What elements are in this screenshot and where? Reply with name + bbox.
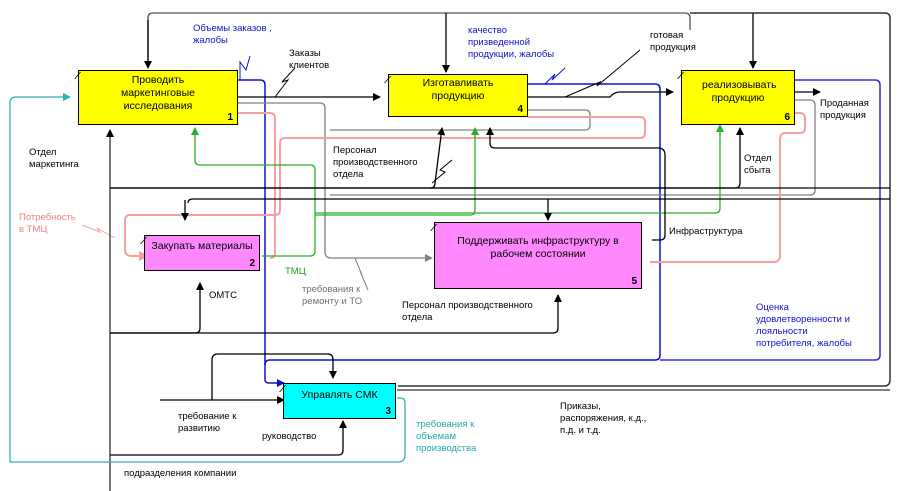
activity-title: Изготавливать продукцию xyxy=(422,77,494,102)
arrow-order-volumes xyxy=(237,79,285,387)
arrow-infra-to-4 xyxy=(486,127,666,241)
activity-box-4[interactable]: Изготавливать продукцию 4 xyxy=(384,74,528,117)
arrow-management xyxy=(110,420,347,456)
activity-number: 4 xyxy=(517,104,523,115)
label-need-tmc: Потребность в ТМЦ xyxy=(19,212,76,235)
squiggle-repair-req xyxy=(354,257,369,291)
activity-box-3[interactable]: Управлять СМК 3 xyxy=(279,383,396,419)
label-sold-products: Проданная продукция xyxy=(820,98,869,121)
arrow-pink-from-6 xyxy=(650,112,806,263)
activity-number: 3 xyxy=(385,406,391,417)
activity-box-5[interactable]: Поддерживать инфраструктуру в рабочем со… xyxy=(430,222,642,289)
activity-number: 1 xyxy=(227,112,233,123)
squiggle-staff-4 xyxy=(431,159,453,184)
arrow-satisfaction xyxy=(660,79,881,361)
arrow-sales-dept xyxy=(110,127,744,189)
activity-box-6[interactable]: реализовывать продукцию 6 xyxy=(677,70,795,125)
squiggle-quality xyxy=(544,67,566,85)
arrow-mechanism-channel-2 xyxy=(110,282,204,334)
squiggle-customer-orders xyxy=(274,67,296,98)
label-production-staff-2: Персонал производственного отдела xyxy=(402,300,533,323)
activity-box-1[interactable]: Проводить маркетинговые исследования 1 xyxy=(74,70,238,125)
activity-number: 6 xyxy=(784,112,790,123)
arrow-pink-from-4 xyxy=(124,116,646,261)
label-finished-products: готовая продукция xyxy=(650,30,696,53)
label-repair-req: требования к ремонту и ТО xyxy=(302,284,363,307)
arrow-staff-to-5 xyxy=(110,294,562,334)
arrow-top-control-frame xyxy=(147,12,691,62)
label-infrastructure: Инфраструктура xyxy=(669,226,743,237)
arrow-quality xyxy=(264,83,661,366)
activity-title: Проводить маркетинговые исследования xyxy=(121,74,195,112)
squiggle-order-volumes xyxy=(239,55,251,80)
arrow-pink-from-1 xyxy=(237,112,276,259)
arrow-tmc-to-4 xyxy=(315,127,479,216)
label-satisfaction: Оценка удовлетворенности и лояльности по… xyxy=(756,302,852,349)
arrow-dev-loop xyxy=(211,353,337,400)
label-production-staff-1: Персонал производственного отдела xyxy=(333,145,418,180)
arrow-finished-products xyxy=(527,88,674,98)
arrow-repair-req-1 xyxy=(237,102,433,262)
activity-title: Поддерживать инфраструктуру в рабочем со… xyxy=(457,235,619,260)
label-dev-requirement: требование к развитию xyxy=(178,411,237,434)
label-omts: ОМТС xyxy=(209,290,237,301)
label-management: руководство xyxy=(262,431,317,442)
label-marketing-dept: Отдел маркетинга xyxy=(29,147,79,170)
label-tmc: ТМЦ xyxy=(285,266,306,277)
label-sales-dept: Отдел сбыта xyxy=(744,153,772,176)
label-quality: качество призведенной продукции, жалобы xyxy=(468,25,555,60)
activity-title: Управлять СМК xyxy=(301,389,378,401)
arrow-volume-req xyxy=(9,93,406,463)
label-order-volumes: Объемы заказов , жалобы xyxy=(193,23,272,46)
arrow-gray-loop-6 xyxy=(330,99,816,196)
activity-number: 5 xyxy=(631,276,637,287)
squiggle-need-tmc xyxy=(81,224,116,239)
label-customer-orders: Заказы клиентов xyxy=(289,48,330,71)
activity-number: 2 xyxy=(249,258,255,269)
squiggle-finished-products xyxy=(564,49,641,98)
label-orders: Приказы, распоряжения, к.д., п.д. и т.д. xyxy=(560,401,647,436)
label-volume-req: требования к объемам производства xyxy=(416,419,477,454)
activity-title: Закупать материалы xyxy=(151,240,253,252)
activity-box-2[interactable]: Закупать материалы 2 xyxy=(140,235,260,271)
arrow-gray-loop-4 xyxy=(330,109,591,131)
arrow-tmc-to-6 xyxy=(315,124,724,214)
arrow-tmc-to-1 xyxy=(191,127,316,257)
arrow-control-to-2 xyxy=(187,198,890,204)
label-company-divisions: подразделения компании xyxy=(124,468,237,479)
activity-title: реализовывать продукцию xyxy=(702,79,777,104)
